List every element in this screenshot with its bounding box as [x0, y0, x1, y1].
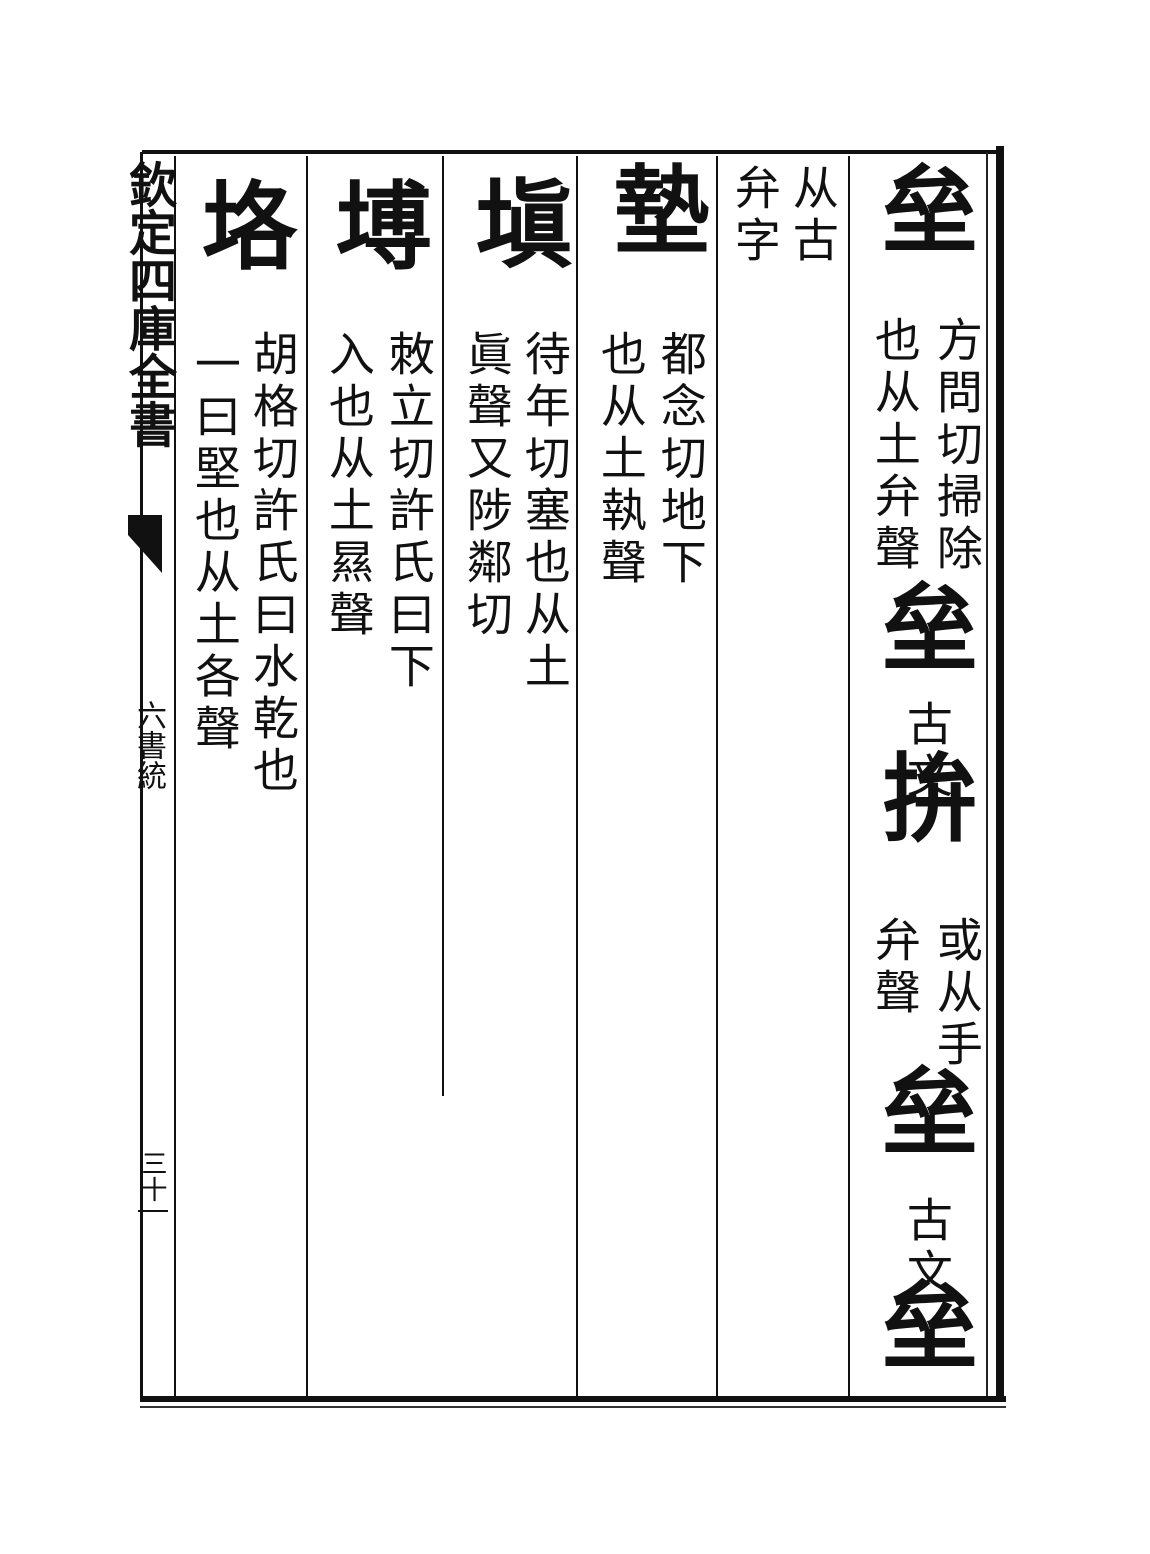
left-border: [140, 152, 143, 1400]
variant-label: 古文: [899, 1196, 954, 1300]
annotation-line: 或从手: [929, 916, 984, 1072]
column-divider: [306, 156, 308, 1396]
annotation-line: 待年切塞也从土: [517, 330, 572, 694]
seal-variant-character: 拚: [865, 748, 979, 844]
margin-book-title: 六書統: [131, 700, 166, 790]
seal-character-heading: 塡: [459, 174, 573, 270]
annotation-line: 也从土執聲: [593, 330, 648, 590]
seal-variant-character: 垒: [865, 578, 979, 674]
annotation-line: 也从土弁聲: [867, 316, 922, 576]
seal-variant-character: 垒: [865, 1062, 979, 1158]
column-divider: [716, 156, 718, 1396]
annotation-line: 弁字: [727, 164, 782, 268]
seal-character-heading: 墊: [597, 160, 711, 256]
annotation-line: 从古: [785, 164, 840, 268]
annotation-line: 弁聲: [867, 916, 922, 1020]
right-border: [996, 146, 1004, 1398]
annotation-line: 胡格切許氏曰水乾也: [245, 330, 300, 798]
variant-label: 古文: [899, 700, 954, 804]
annotation-line: 入也从土㬎聲: [321, 330, 376, 642]
annotation-line: 方問切掃除: [929, 316, 984, 576]
bottom-border: [140, 1396, 1006, 1402]
annotation-line: 敇立切許氏曰下: [381, 330, 436, 694]
column-divider: [848, 156, 850, 1396]
seal-character-heading: 垎: [185, 176, 299, 272]
fish-tail-mark: [128, 515, 162, 573]
seal-variant-character: 垒: [865, 1276, 979, 1372]
top-border: [142, 150, 1002, 154]
margin-collection-title: 欽定四庫全書: [120, 160, 176, 448]
column-divider: [442, 156, 444, 1096]
margin-page-rule: [138, 1210, 168, 1212]
right-border-inner: [986, 152, 988, 1396]
annotation-line: 都念切地下: [653, 330, 708, 590]
seal-character-heading: 㙛: [319, 176, 433, 272]
bottom-border-thin: [140, 1406, 1006, 1408]
column-divider: [576, 156, 578, 1396]
annotation-line: 眞聲又陟鄰切: [459, 330, 514, 642]
margin-page-number: 三十: [137, 1150, 167, 1202]
column-divider: [174, 156, 176, 1396]
annotation-line: 一曰堅也从土各聲: [187, 340, 242, 756]
seal-character-heading: 垒: [865, 160, 979, 256]
